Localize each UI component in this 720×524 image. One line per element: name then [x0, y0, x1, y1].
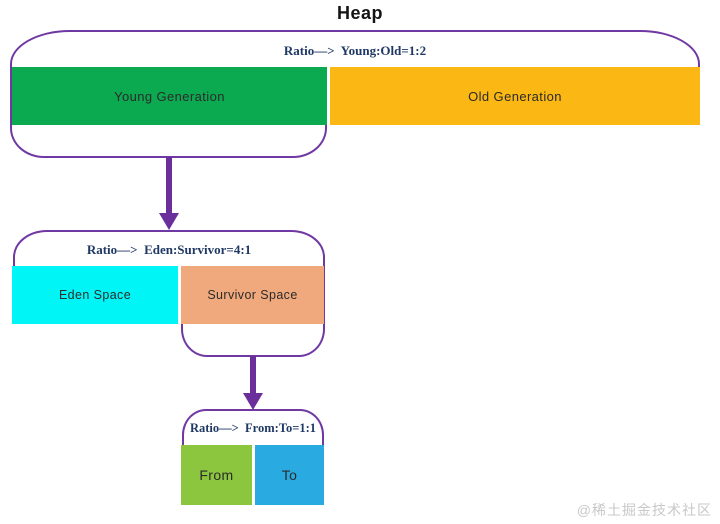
eden-space-label: Eden Space [58, 288, 132, 302]
diagram-title: Heap [336, 3, 383, 23]
old-generation-label: Old Generation [468, 88, 562, 104]
arrow-shaft [250, 356, 256, 394]
survivor-space-outline [181, 324, 325, 357]
arrow-shaft [166, 157, 172, 214]
to-box: To [255, 445, 324, 505]
young-generation-box: Young Generation [12, 67, 327, 125]
from-label: From [199, 467, 234, 483]
young-generation-label: Young Generation [114, 88, 225, 104]
from-box: From [181, 445, 252, 505]
arrow-head-icon [159, 213, 179, 230]
watermark: @稀土掘金技术社区 [576, 502, 712, 518]
eden-space-box: Eden Space [12, 266, 178, 324]
to-label: To [281, 467, 298, 483]
from-to-ratio-label: Ratio—> From:To=1:1 [189, 421, 317, 435]
survivor-space-box: Survivor Space [181, 266, 324, 324]
young-generation-outline [10, 125, 327, 158]
survivor-space-label: Survivor Space [207, 288, 298, 302]
old-generation-box: Old Generation [330, 67, 700, 125]
eden-survivor-ratio-label: Ratio—> Eden:Survivor=4:1 [86, 242, 252, 257]
arrow-head-icon [243, 393, 263, 410]
heap-ratio-label: Ratio—> Young:Old=1:2 [283, 43, 427, 58]
